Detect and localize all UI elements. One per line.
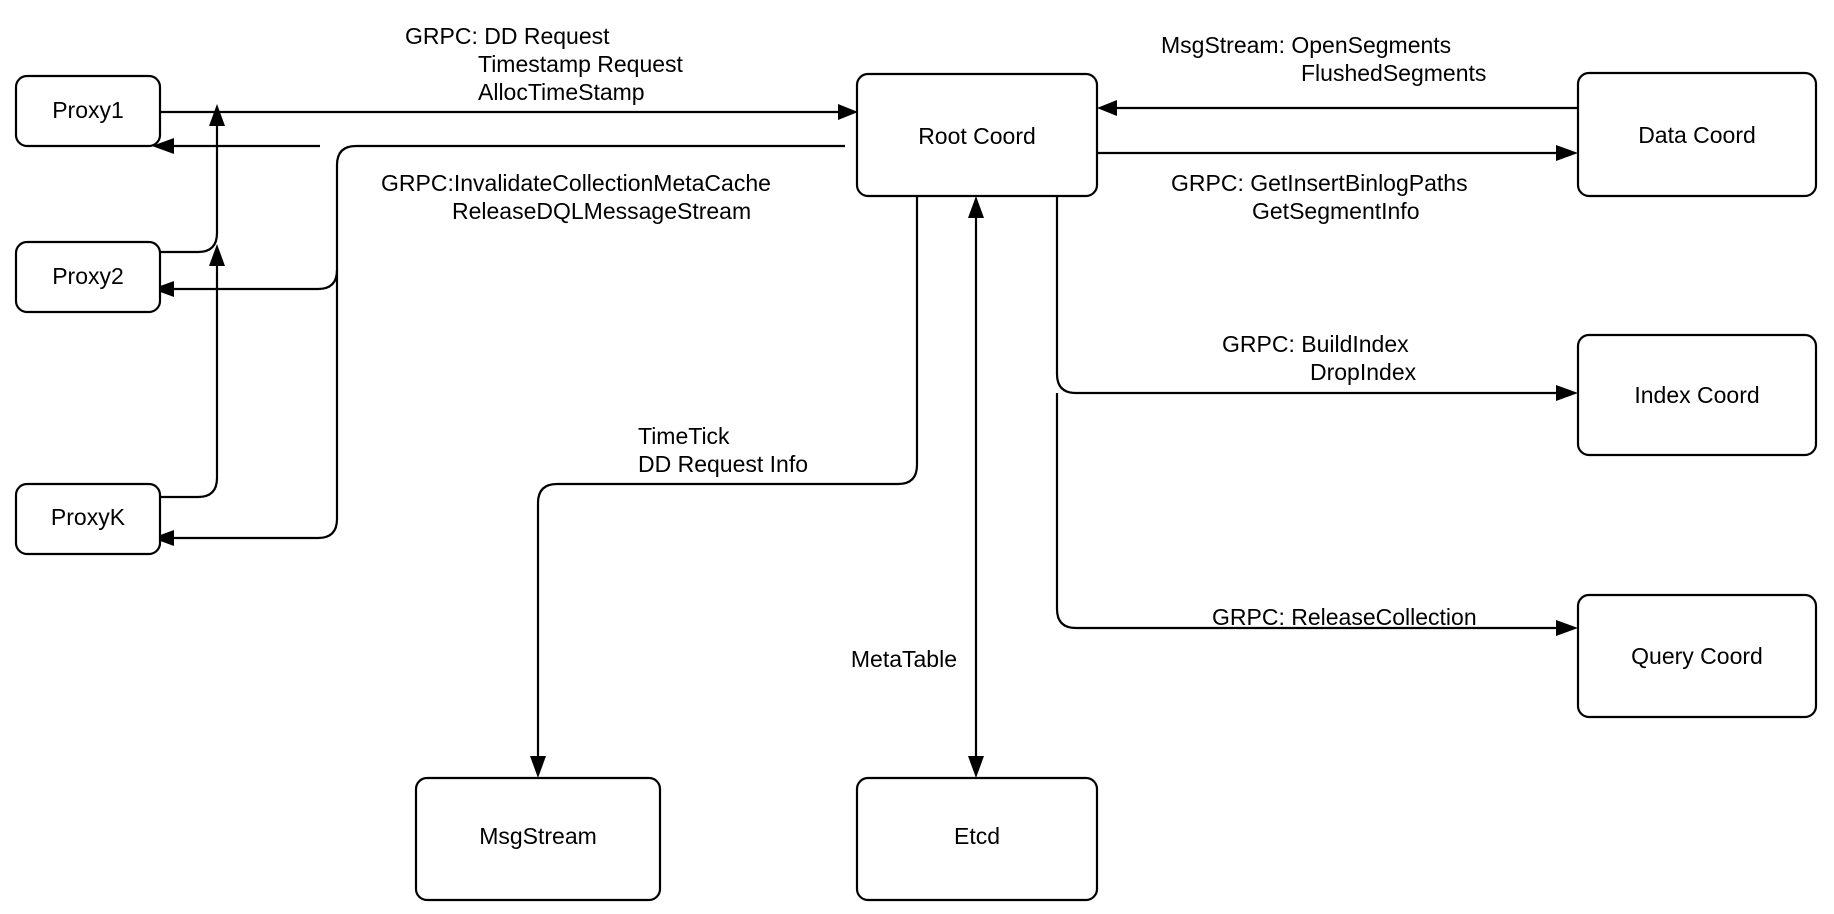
arrow-head-into-root-left (838, 104, 858, 120)
arrow-head-into-msgstream (530, 756, 546, 778)
arrow-head-into-proxy1 (152, 138, 174, 154)
node-etcd[interactable]: Etcd (855, 776, 1099, 902)
node-query-coord-label: Query Coord (1631, 643, 1763, 669)
node-etcd-box[interactable] (855, 776, 1099, 902)
node-query-coord-box[interactable] (1576, 593, 1818, 719)
edge-label-build-index: GRPC: BuildIndex (1222, 331, 1409, 357)
arrow-head-into-datacoord (1556, 145, 1578, 161)
edge-label-get-insert-binlog-paths: GRPC: GetInsertBinlogPaths (1171, 170, 1468, 196)
arrow-head-into-querycoord (1556, 620, 1578, 636)
node-index-coord-box[interactable] (1576, 333, 1818, 457)
edge-label-get-segment-info: GetSegmentInfo (1252, 198, 1420, 224)
arrow-head-proxyk-riser (209, 244, 225, 266)
node-index-coord[interactable]: Index Coord (1576, 333, 1818, 457)
edge-root-to-datacoord (1097, 145, 1578, 161)
edge-line-root-msgstream (536, 196, 919, 758)
edge-root-to-msgstream (530, 196, 919, 778)
node-data-coord-label: Data Coord (1638, 122, 1756, 148)
node-proxyk-box[interactable] (14, 482, 162, 556)
edge-line-root-querycoord (1055, 393, 1563, 630)
node-query-coord[interactable]: Query Coord (1576, 593, 1818, 719)
node-root-coord[interactable]: Root Coord (855, 72, 1099, 198)
node-proxy1-box[interactable] (14, 74, 162, 148)
edge-label-grpc-dd-request: GRPC: DD Request (405, 23, 610, 49)
edge-label-release-dql-message-stream: ReleaseDQLMessageStream (452, 198, 751, 224)
edge-label-alloc-timestamp: AllocTimeStamp (478, 79, 645, 105)
node-proxyk-label: ProxyK (51, 504, 126, 530)
node-proxy1-label: Proxy1 (52, 97, 124, 123)
edge-root-to-proxies (152, 138, 845, 546)
node-root-coord-label: Root Coord (918, 123, 1036, 149)
edge-line-root-proxies-trunk (172, 144, 845, 540)
edge-label-drop-index: DropIndex (1310, 359, 1417, 385)
edge-label-release-collection: GRPC: ReleaseCollection (1212, 604, 1477, 630)
node-msgstream[interactable]: MsgStream (414, 776, 662, 902)
edge-root-to-indexcoord (1055, 196, 1578, 401)
edge-line-root-proxy2-branch (172, 269, 339, 291)
edge-line-proxyk-riser (160, 264, 219, 499)
arrow-head-into-etcd (968, 756, 984, 778)
edge-root-etcd (968, 196, 984, 778)
node-msgstream-box[interactable] (414, 776, 662, 902)
arrow-head-into-root-bottom (968, 196, 984, 218)
edge-label-invalidate-collection-meta-cache: GRPC:InvalidateCollectionMetaCache (381, 170, 771, 196)
edge-label-time-tick: TimeTick (638, 423, 730, 449)
edge-label-meta-table: MetaTable (851, 646, 957, 672)
arrow-head-into-proxyk (152, 530, 174, 546)
node-proxy2[interactable]: Proxy2 (14, 240, 162, 314)
edge-proxies-to-root (160, 104, 858, 499)
edge-datacoord-to-root (1097, 100, 1578, 116)
node-proxyk[interactable]: ProxyK (14, 482, 162, 556)
node-root-coord-box[interactable] (855, 72, 1099, 198)
edge-line-proxy2-riser (160, 124, 219, 254)
node-proxy2-label: Proxy2 (52, 263, 124, 289)
node-proxy2-box[interactable] (14, 240, 162, 314)
node-data-coord[interactable]: Data Coord (1576, 71, 1818, 198)
edge-label-msgstream-open-segments: MsgStream: OpenSegments (1161, 32, 1451, 58)
arrow-head-proxy2-riser (209, 104, 225, 126)
arrow-head-into-indexcoord (1556, 385, 1578, 401)
edge-label-dd-request-info: DD Request Info (638, 451, 808, 477)
node-msgstream-label: MsgStream (479, 823, 597, 849)
arrow-head-into-root-right (1097, 100, 1117, 116)
arrow-head-into-proxy2 (152, 281, 174, 297)
node-proxy1[interactable]: Proxy1 (14, 74, 162, 148)
edge-label-timestamp-request: Timestamp Request (478, 51, 684, 77)
node-index-coord-label: Index Coord (1634, 382, 1759, 408)
edge-root-to-querycoord (1055, 393, 1578, 636)
edge-line-root-indexcoord (1055, 196, 1563, 395)
node-etcd-label: Etcd (954, 823, 1000, 849)
node-data-coord-box[interactable] (1576, 71, 1818, 198)
edge-label-flushed-segments: FlushedSegments (1301, 60, 1486, 86)
